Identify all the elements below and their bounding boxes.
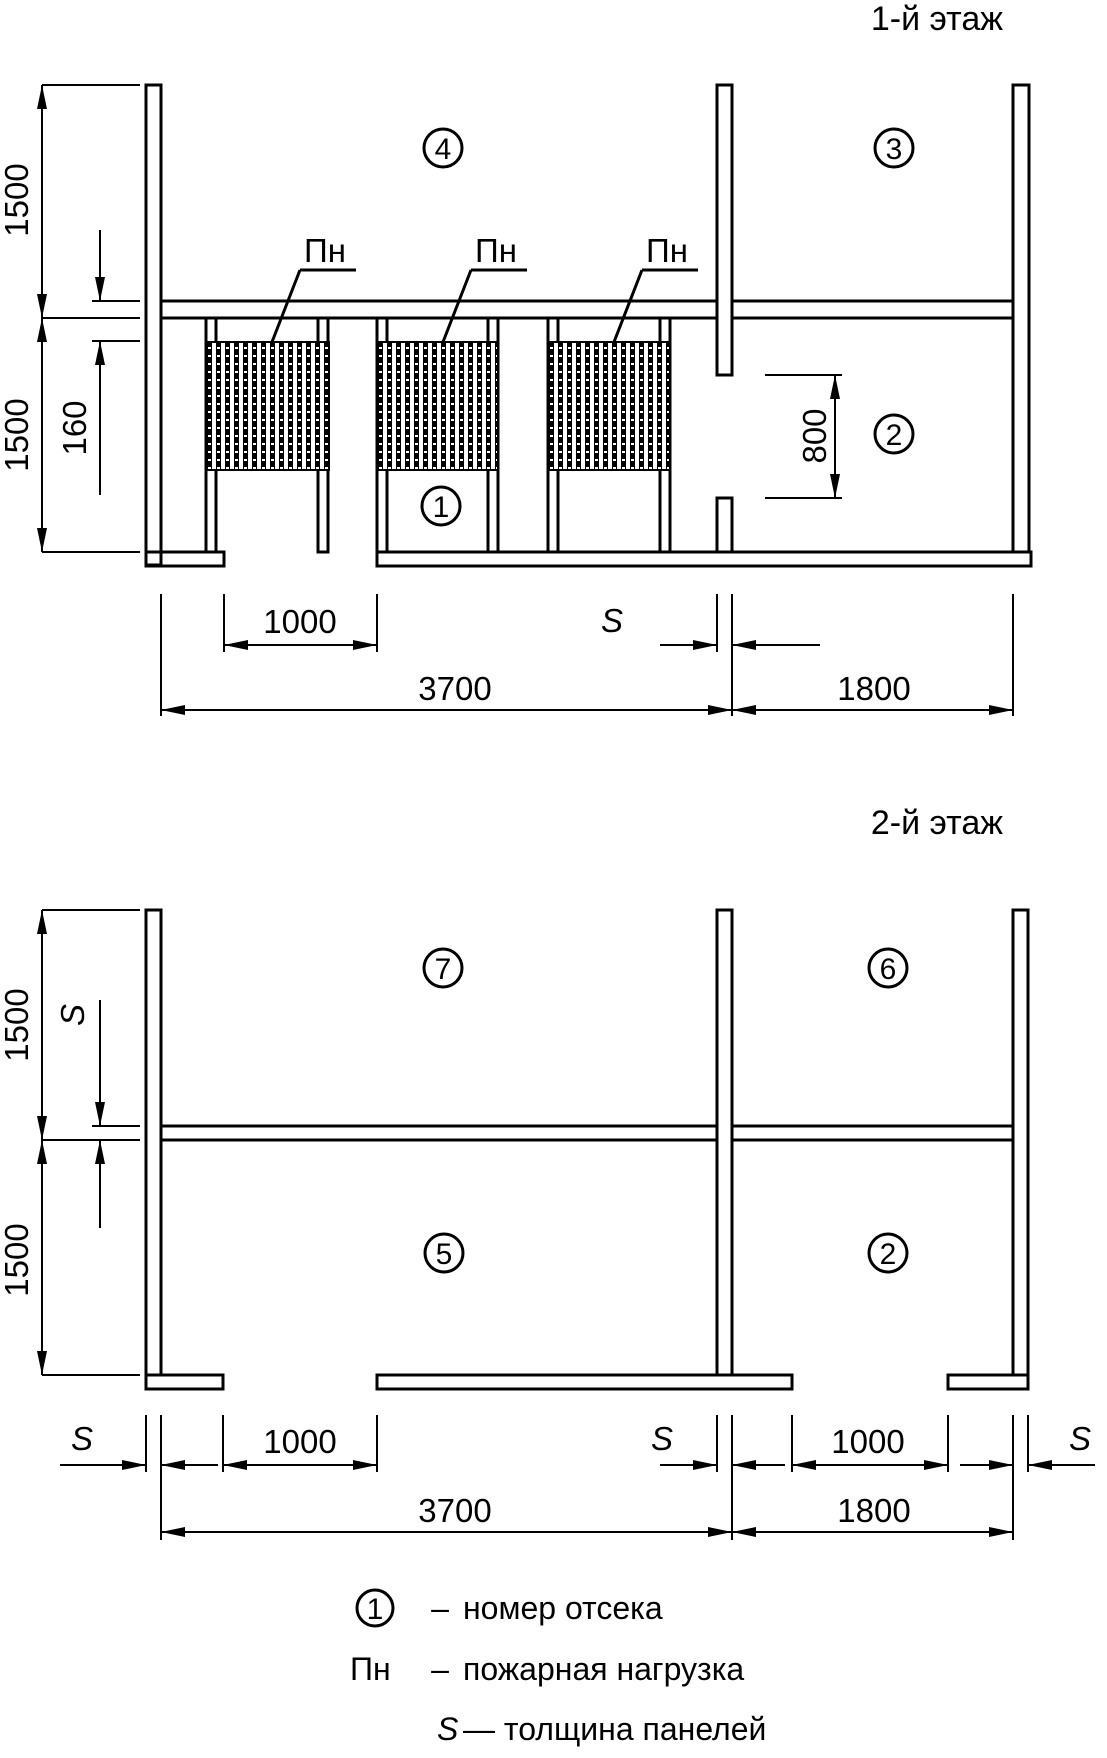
floor-2-walls xyxy=(144,908,1030,1391)
svg-text:7: 7 xyxy=(435,953,452,986)
dim-width-1800: 1800 xyxy=(837,1492,910,1529)
fire-load-rack xyxy=(377,341,499,471)
dim-door-800: 800 xyxy=(796,408,833,463)
legend-dash: – xyxy=(431,1651,449,1687)
dim-s-symbol: S xyxy=(54,1004,91,1026)
dim-width-3700: 3700 xyxy=(418,1492,491,1529)
fire-load-rack xyxy=(547,341,671,471)
svg-text:6: 6 xyxy=(880,953,897,986)
legend: 1 – номер отсека Пн – пожарная нагрузка … xyxy=(350,1588,766,1747)
compartment-marker-7: 7 xyxy=(422,947,464,989)
svg-text:3: 3 xyxy=(886,133,903,166)
legend-compartment-text: номер отсека xyxy=(463,1590,663,1626)
floor-2-vertical-dims: 1500 1500 S xyxy=(0,909,140,1376)
dim-height-upper: 1500 xyxy=(0,988,35,1061)
compartment-marker-3: 3 xyxy=(873,127,915,169)
compartment-marker-5: 5 xyxy=(423,1232,465,1274)
compartment-marker-2: 2 xyxy=(867,1232,909,1274)
compartment-marker-2: 2 xyxy=(873,413,915,455)
fire-load-racks xyxy=(206,341,671,471)
floor-1-title: 1-й этаж xyxy=(871,0,1003,38)
floor-2: 2-й этаж 7 6 5 xyxy=(0,804,1095,1540)
dim-height-160: 160 xyxy=(56,400,93,455)
floor-1: 1-й этаж Пн Пн xyxy=(0,0,1033,716)
floor-2-title: 2-й этаж xyxy=(871,804,1003,842)
dim-height-lower: 1500 xyxy=(0,1223,35,1296)
legend-fire-load-abbr: Пн xyxy=(350,1651,391,1687)
compartment-marker-4: 4 xyxy=(422,127,464,169)
fire-load-label: Пн xyxy=(304,232,346,269)
dim-door-1000: 1000 xyxy=(263,1423,336,1460)
dim-width-1800: 1800 xyxy=(837,670,910,707)
dim-door-1000: 1000 xyxy=(831,1423,904,1460)
dim-s-symbol: S xyxy=(1069,1420,1091,1457)
legend-fire-load-text: пожарная нагрузка xyxy=(463,1651,744,1687)
svg-text:5: 5 xyxy=(436,1238,453,1271)
svg-text:1: 1 xyxy=(433,491,450,524)
dim-s-symbol: S xyxy=(601,602,623,639)
floor-2-horizontal-dims: S 1000 S 1000 S 3700 1800 xyxy=(60,1415,1095,1540)
dim-s-symbol: S xyxy=(651,1420,673,1457)
fire-load-label: Пн xyxy=(475,232,517,269)
dim-width-3700: 3700 xyxy=(418,670,491,707)
floor-1-markers: 4 3 2 1 xyxy=(420,127,915,527)
compartment-marker-6: 6 xyxy=(867,947,909,989)
fire-load-rack xyxy=(206,341,330,471)
legend-marker-sample: 1 xyxy=(355,1588,395,1628)
svg-text:2: 2 xyxy=(880,1238,897,1271)
fire-load-labels: Пн Пн Пн xyxy=(270,232,698,343)
fire-load-label: Пн xyxy=(646,232,688,269)
legend-dash: – xyxy=(431,1590,449,1626)
floor-1-vertical-dims: 1500 1500 160 800 xyxy=(0,84,842,553)
svg-text:2: 2 xyxy=(886,419,903,452)
dim-door-1000: 1000 xyxy=(263,603,336,640)
legend-s-text: — толщина панелей xyxy=(463,1711,766,1747)
legend-s-symbol: S xyxy=(437,1711,458,1747)
svg-text:1: 1 xyxy=(367,1593,384,1626)
dim-height-lower: 1500 xyxy=(0,398,35,471)
floor-2-markers: 7 6 5 2 xyxy=(422,947,909,1274)
dim-height-upper: 1500 xyxy=(0,163,35,236)
dim-s-symbol: S xyxy=(71,1420,93,1457)
svg-text:4: 4 xyxy=(435,133,452,166)
compartment-marker-1: 1 xyxy=(420,485,462,527)
floor-1-horizontal-dims: 1000 S 3700 1800 xyxy=(160,594,1014,716)
